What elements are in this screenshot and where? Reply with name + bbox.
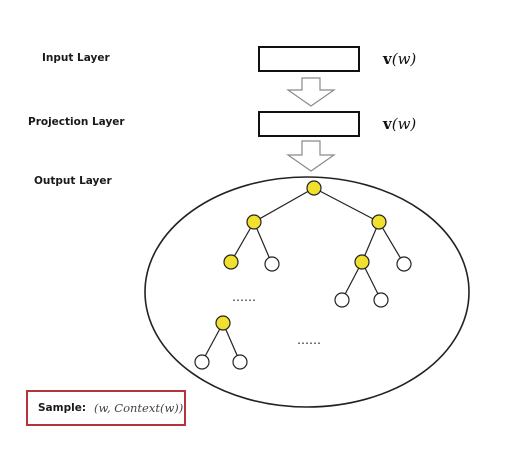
tree-node-internal (246, 214, 262, 230)
tree-edge (230, 221, 255, 263)
input-vector-arg: (w) (391, 50, 417, 68)
tree-node-leaf (373, 292, 389, 308)
tree-node-internal (215, 315, 231, 331)
projection-vector-arg: (w) (391, 115, 417, 133)
tree-edge (313, 187, 380, 223)
tree-node-root (306, 180, 322, 196)
input-vector-label: v(w) (383, 50, 416, 68)
tree-node-internal (223, 254, 239, 270)
input-layer-label: Input Layer (42, 52, 110, 64)
tree-node-leaf (232, 354, 248, 370)
output-layer-label: Output Layer (34, 175, 112, 187)
tree-node-leaf (194, 354, 210, 370)
tree-edge (253, 187, 315, 223)
sample-box: Sample: (w, Context(w)) (26, 390, 186, 426)
input-layer-box (258, 46, 360, 72)
arrow-projection-to-output (286, 140, 336, 172)
tree-ellipsis-right: …… (297, 333, 321, 347)
tree-node-internal (371, 214, 387, 230)
projection-vector-label: v(w) (383, 115, 416, 133)
projection-layer-label: Projection Layer (28, 116, 125, 128)
sample-label: Sample: (38, 402, 87, 414)
tree-nodes (194, 180, 412, 370)
arrow-input-to-projection (286, 77, 336, 107)
tree-node-leaf (264, 256, 280, 272)
tree-ellipsis-left: …… (232, 290, 256, 304)
tree-edge (253, 221, 273, 265)
sample-value: (w, Context(w)) (94, 401, 184, 415)
tree-node-leaf (334, 292, 350, 308)
tree-node-leaf (396, 256, 412, 272)
tree-edge (378, 221, 405, 265)
projection-vector-symbol: v (383, 115, 392, 133)
projection-layer-box (258, 111, 360, 137)
input-vector-symbol: v (383, 50, 392, 68)
output-layer-ellipse (144, 176, 470, 408)
tree-node-internal (354, 254, 370, 270)
